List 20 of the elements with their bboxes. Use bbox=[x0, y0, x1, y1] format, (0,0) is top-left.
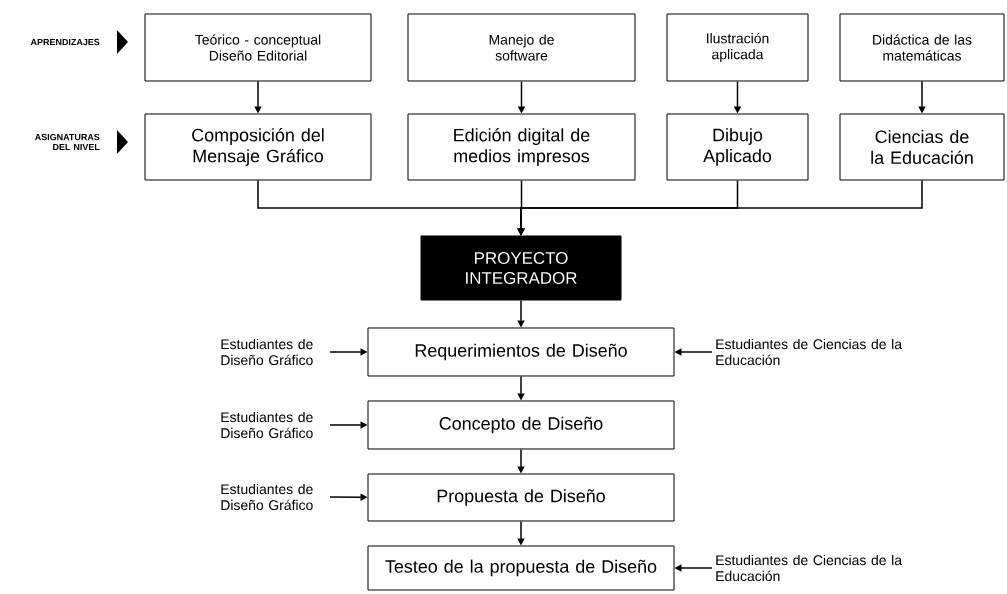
process-box: Propuesta de Diseño bbox=[367, 473, 675, 522]
participant-text: Estudiantes de Diseño Gráfico bbox=[221, 338, 313, 366]
process-box: Testeo de la propuesta de Diseño bbox=[367, 545, 675, 591]
process-box: Manejo de software bbox=[407, 13, 636, 82]
participant-text: Estudiantes de Ciencias de la Educación bbox=[716, 554, 903, 582]
row-label: ASIGNATURAS DEL NIVEL bbox=[34, 133, 100, 151]
process-box: Dibujo Aplicado bbox=[666, 113, 809, 181]
process-box: Teórico - conceptual Diseño Editorial bbox=[144, 13, 372, 82]
title-box: PROYECTO INTEGRADOR bbox=[420, 235, 622, 301]
process-box: Edición digital de medios impresos bbox=[407, 113, 636, 181]
process-box: Concepto de Diseño bbox=[367, 400, 675, 450]
process-box: Requerimientos de Diseño bbox=[367, 327, 675, 377]
participant-text: Estudiantes de Ciencias de la Educación bbox=[716, 338, 903, 366]
row-label: APRENDIZAJES bbox=[30, 38, 100, 46]
process-box: Composición del Mensaje Gráfico bbox=[144, 113, 372, 181]
participant-text: Estudiantes de Diseño Gráfico bbox=[221, 411, 313, 439]
process-box: Ilustración aplicada bbox=[666, 13, 809, 82]
process-box: Didáctica de las matemáticas bbox=[839, 13, 1005, 82]
participant-text: Estudiantes de Diseño Gráfico bbox=[221, 483, 313, 511]
process-box: Ciencias de la Educación bbox=[839, 113, 1005, 181]
